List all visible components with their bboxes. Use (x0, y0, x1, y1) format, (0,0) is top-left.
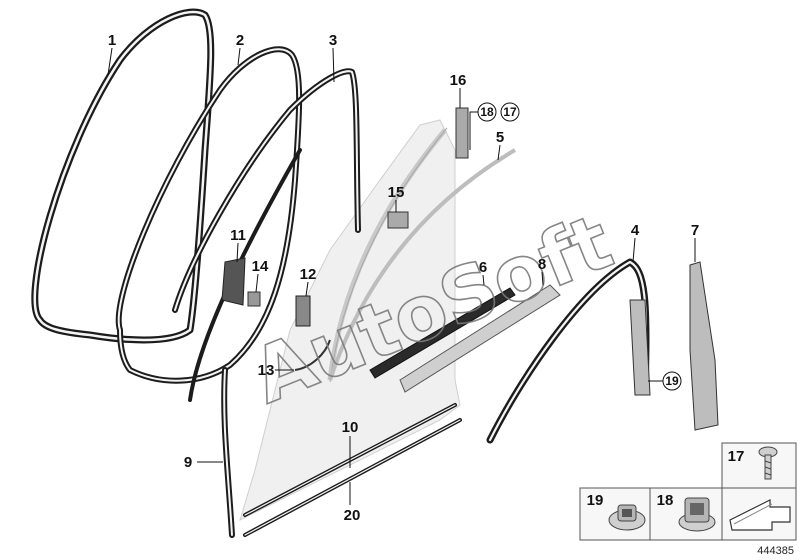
svg-text:19: 19 (665, 374, 679, 388)
callout-8: 8 (538, 256, 546, 273)
part-14-clip (247, 291, 261, 307)
callout-2: 2 (236, 32, 244, 49)
circled-callout-19: 19 (648, 371, 682, 391)
part-5-window-channel (328, 148, 517, 381)
callout-9: 9 (184, 454, 192, 471)
callout-13: 13 (258, 362, 275, 379)
callout-3: 3 (329, 32, 337, 49)
legend-label-19: 19 (587, 492, 604, 509)
callout-12: 12 (300, 266, 317, 283)
part-6-belt-moulding (369, 287, 516, 379)
part-15-cover (387, 211, 409, 229)
part-7-pillar-trim (689, 261, 719, 431)
screw-icon (758, 446, 778, 480)
circled-callout-17: 17 (500, 102, 520, 122)
leader-lines (107, 47, 696, 505)
callout-6: 6 (479, 259, 487, 276)
svg-text:18: 18 (480, 105, 494, 119)
circled-callout-18: 18 (477, 102, 497, 122)
part-2-door-seal (115, 46, 303, 384)
callout-4: 4 (631, 222, 640, 239)
callout-5: 5 (496, 129, 504, 146)
callout-20: 20 (344, 507, 361, 524)
part-16-cover (455, 107, 469, 159)
part-4-pillar-seal (486, 258, 651, 444)
callout-10: 10 (342, 419, 359, 436)
clip-icon-large (678, 497, 716, 532)
legend-panel: 17 19 18 (579, 442, 797, 541)
part-13-cable (294, 339, 331, 371)
callout-16: 16 (450, 72, 467, 89)
callout-15: 15 (388, 184, 405, 201)
diagram-id: 444385 (757, 545, 794, 557)
callout-7: 7 (691, 222, 699, 239)
part-11-bracket (221, 257, 246, 306)
part-20-sill-seal (243, 418, 462, 537)
legend-label-17: 17 (728, 448, 745, 465)
callout-11: 11 (230, 227, 246, 244)
part-12-clip (295, 295, 311, 327)
clip-icon (608, 504, 646, 531)
legend-label-18: 18 (657, 492, 674, 509)
callout-14: 14 (252, 258, 269, 275)
callout-1: 1 (108, 32, 116, 49)
part-9-seal-strip (221, 367, 235, 538)
part-8-belt-moulding (399, 284, 561, 393)
svg-text:17: 17 (503, 105, 517, 119)
arrow-icon (729, 499, 791, 531)
